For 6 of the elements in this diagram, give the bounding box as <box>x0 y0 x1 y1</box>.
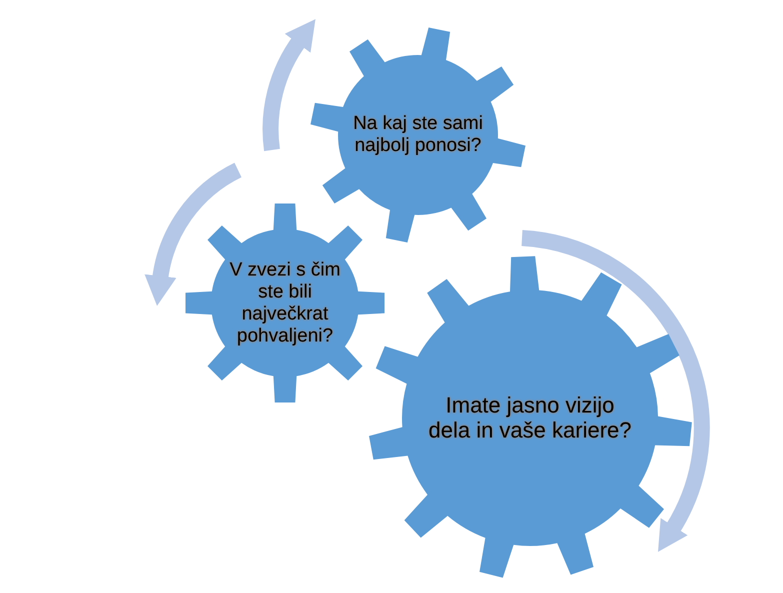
gear-label: Imate jasno vizijo dela in vaše kariere? <box>427 392 632 444</box>
gear-shape <box>185 203 385 403</box>
gear-label: Na kaj ste sami najbolj ponosi? <box>353 113 483 157</box>
gear-shape <box>310 27 526 243</box>
gear-shape <box>368 256 692 580</box>
gear-label: V zvezi s čim ste bili največkrat pohvaljeni? <box>228 259 342 347</box>
